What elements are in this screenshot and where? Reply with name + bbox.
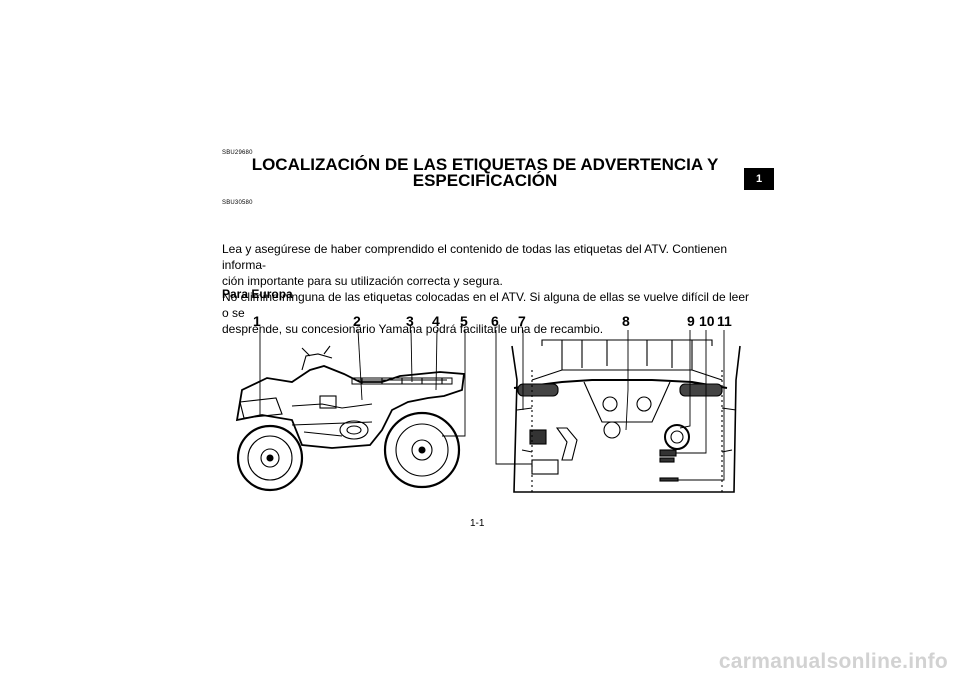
callout-2: 2: [353, 313, 361, 329]
watermark: carmanualsonline.info: [718, 650, 948, 673]
leader-lines: [259, 329, 725, 481]
callout-5: 5: [460, 313, 468, 329]
callout-3: 3: [406, 313, 414, 329]
callout-1: 1: [253, 313, 261, 329]
text-line: Lea y asegúrese de haber comprendido el …: [222, 242, 728, 272]
text-line: desprende, su concesionario Yamaha podrá…: [222, 322, 604, 336]
reference-code-top: SBU29680: [222, 150, 253, 156]
callout-8: 8: [622, 313, 630, 329]
callout-7: 7: [518, 313, 526, 329]
title-line-1: LOCALIZACIÓN DE LAS ETIQUETAS DE ADVERTE…: [251, 155, 719, 174]
callout-4: 4: [432, 313, 440, 329]
atv-side-view: [235, 345, 466, 492]
page-title: LOCALIZACIÓN DE LAS ETIQUETAS DE ADVERTE…: [222, 155, 748, 190]
callout-10: 10: [699, 313, 715, 329]
text-line: ción importante para su utilización corr…: [222, 274, 503, 288]
page-number: 1-1: [470, 518, 485, 529]
atv-front-view: [511, 339, 741, 493]
intro-text: Lea y asegúrese de haber comprendido el …: [222, 241, 752, 337]
text-line: No elimine ninguna de las etiquetas colo…: [222, 290, 749, 320]
chapter-tab: 1: [744, 168, 774, 190]
callout-6: 6: [491, 313, 499, 329]
section-subheading: Para Europa: [222, 287, 293, 301]
atv-label-diagram: 1 2 3 4 5 6 7 8 9 10 11: [235, 313, 741, 493]
title-line-2: ESPECIFICACIÓN: [412, 171, 558, 190]
callout-11: 11: [717, 313, 732, 329]
reference-code-body: SBU30580: [222, 200, 253, 206]
callout-9: 9: [687, 313, 695, 329]
